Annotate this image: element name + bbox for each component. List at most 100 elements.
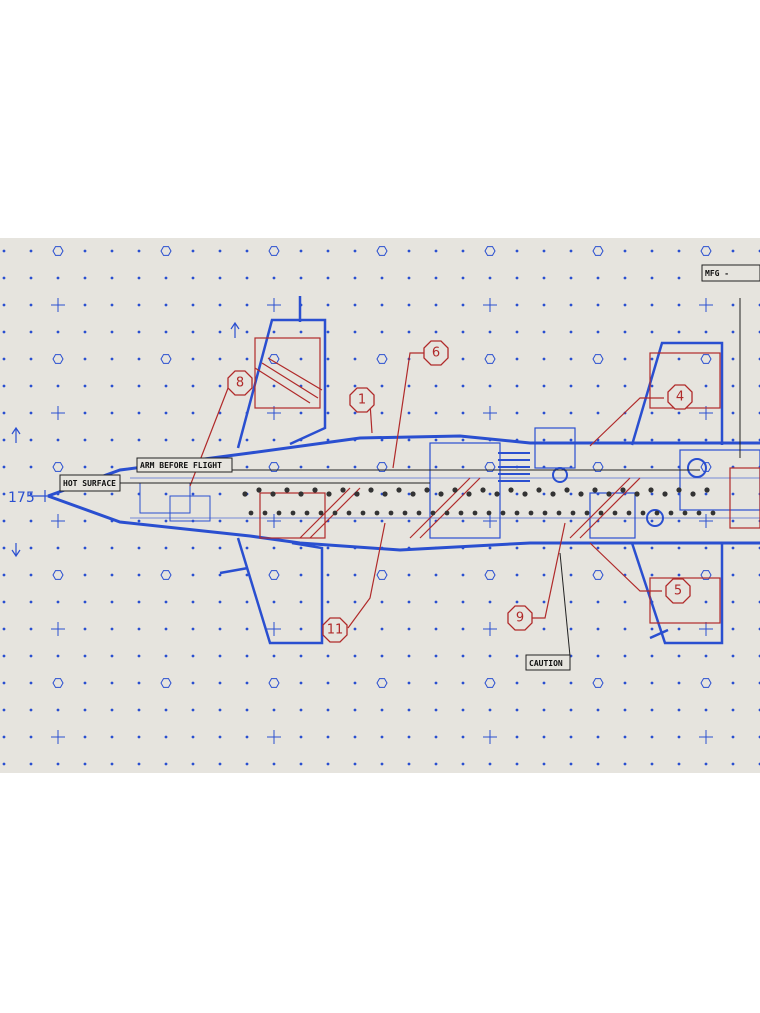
grid-dot — [515, 546, 519, 550]
grid-dot — [407, 627, 411, 631]
grid-dot — [461, 654, 465, 658]
grid-dot — [83, 762, 87, 766]
grid-dot — [488, 492, 492, 496]
rivet — [668, 510, 674, 516]
grid-dot — [380, 600, 384, 604]
hex-marker — [160, 354, 172, 364]
grid-dot — [2, 249, 6, 253]
grid-dot — [164, 600, 168, 604]
callout-octagon — [227, 370, 253, 396]
upper-left-fin — [236, 318, 327, 449]
crosshair-marker — [699, 514, 713, 528]
grid-dot — [623, 303, 627, 307]
grid-dot — [407, 330, 411, 334]
grid-dot — [569, 546, 573, 550]
grid-dot — [56, 330, 60, 334]
grid-dot — [218, 600, 222, 604]
grid-dot — [353, 762, 357, 766]
grid-dot — [191, 546, 195, 550]
grid-dot — [218, 519, 222, 523]
grid-dot — [434, 627, 438, 631]
hex-marker — [592, 246, 604, 256]
rivet — [514, 510, 520, 516]
grid-dot — [704, 762, 708, 766]
rivet — [360, 510, 366, 516]
grid-dot — [704, 708, 708, 712]
rivet — [634, 491, 640, 497]
grid-dot — [407, 303, 411, 307]
grid-dot — [83, 546, 87, 550]
grid-dot — [677, 627, 681, 631]
grid-dot — [164, 303, 168, 307]
rivet — [284, 487, 290, 493]
grid-dot — [272, 438, 276, 442]
grid-dot — [407, 249, 411, 253]
grid-dot — [380, 519, 384, 523]
grid-dot — [272, 384, 276, 388]
grid-dot — [245, 330, 249, 334]
grid-dot — [650, 438, 654, 442]
grid-dot — [2, 465, 6, 469]
grid-dot — [515, 249, 519, 253]
grid-dot — [299, 627, 303, 631]
grid-dot — [677, 546, 681, 550]
grid-dot — [164, 411, 168, 415]
grid-dot — [164, 654, 168, 658]
grid-dot — [245, 438, 249, 442]
grid-dot — [83, 600, 87, 604]
grid-dot — [515, 519, 519, 523]
grid-dot — [434, 384, 438, 388]
rivet — [340, 487, 346, 493]
grid-dot — [2, 330, 6, 334]
grid-dot — [326, 735, 330, 739]
crosshair-marker — [699, 298, 713, 312]
rivet — [662, 491, 668, 497]
grid-dot — [677, 654, 681, 658]
grid-dot — [380, 762, 384, 766]
rivet — [402, 510, 408, 516]
callout-octagon — [322, 617, 348, 643]
grid-dot — [110, 735, 114, 739]
grid-dot — [407, 600, 411, 604]
grid-dot — [731, 330, 735, 334]
grid-dot — [83, 438, 87, 442]
grid-dot — [299, 276, 303, 280]
grid-dot — [191, 627, 195, 631]
grid-dot — [542, 303, 546, 307]
callout-octagon — [665, 578, 691, 604]
grid-dot — [542, 276, 546, 280]
hex-marker — [376, 678, 388, 688]
grid-dot — [515, 762, 519, 766]
grid-dot — [2, 573, 6, 577]
grid-dot — [407, 681, 411, 685]
grid-dot — [110, 708, 114, 712]
grid-dot — [461, 276, 465, 280]
lower-left-fin — [236, 537, 324, 645]
grid-dot — [110, 303, 114, 307]
rivet — [508, 487, 514, 493]
grid-dot — [650, 384, 654, 388]
grid-dot — [353, 681, 357, 685]
crosshair-marker — [51, 730, 65, 744]
rivet — [276, 510, 282, 516]
grid-dot — [191, 276, 195, 280]
grid-dot — [299, 654, 303, 658]
hex-marker — [700, 462, 712, 472]
grid-dot — [83, 519, 87, 523]
rivet — [312, 487, 318, 493]
grid-dot — [731, 654, 735, 658]
grid-dot — [461, 762, 465, 766]
grid-dot — [29, 276, 33, 280]
grid-dot — [218, 438, 222, 442]
grid-dot — [2, 384, 6, 388]
grid-dot — [461, 438, 465, 442]
grid-dot — [677, 762, 681, 766]
grid-dot — [380, 276, 384, 280]
hex-marker — [592, 354, 604, 364]
rivet — [242, 491, 248, 497]
hex-marker — [592, 678, 604, 688]
grid-dot — [164, 330, 168, 334]
grid-dot — [191, 303, 195, 307]
hex-marker — [700, 246, 712, 256]
rivet — [354, 491, 360, 497]
